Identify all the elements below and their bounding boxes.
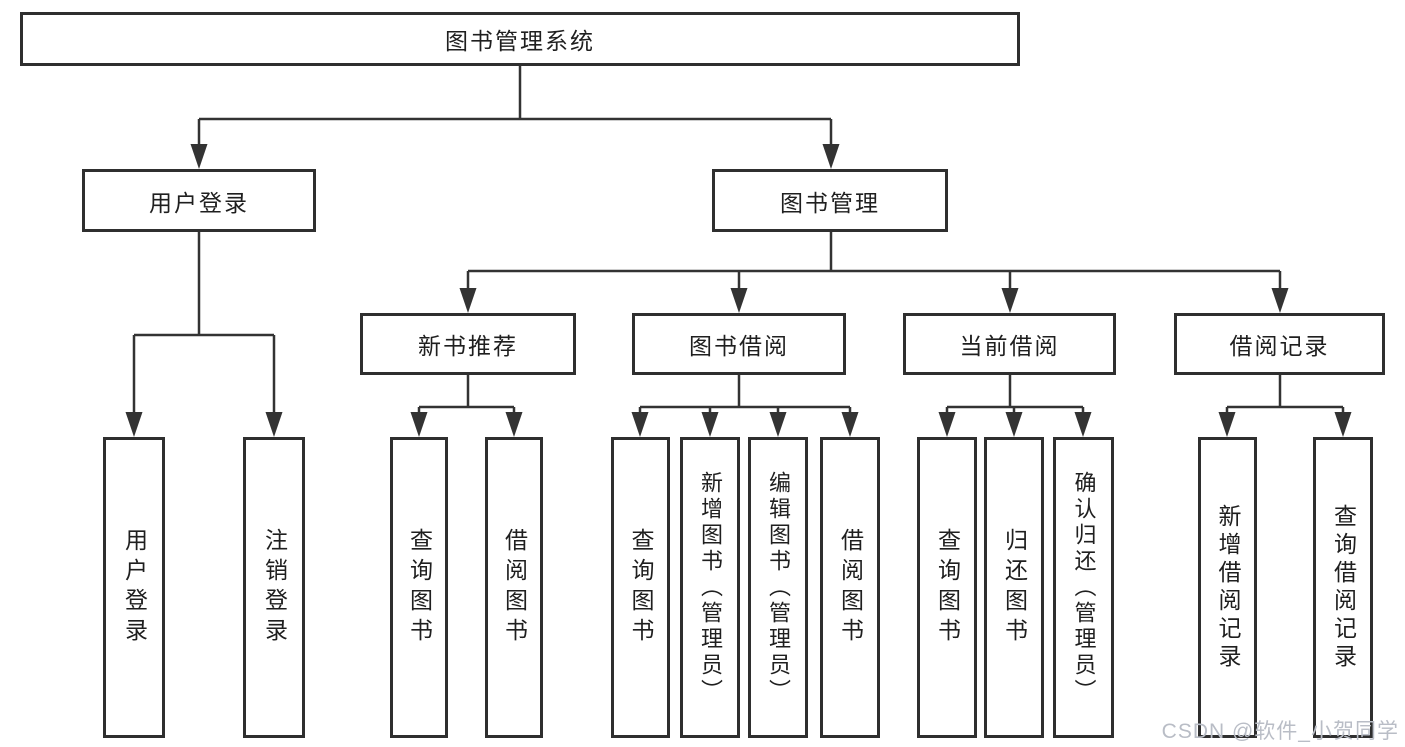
- leaf-add-books-admin: 新增图书（管理员）: [680, 437, 740, 738]
- node-label: 归还图书: [1001, 527, 1028, 648]
- node-label: 新增图书（管理员）: [698, 470, 723, 705]
- node-label: 新书推荐: [418, 333, 518, 359]
- node-label: 图书借阅: [689, 333, 789, 359]
- csdn-watermark: CSDN @软件_小贺同学: [1161, 720, 1399, 743]
- node-label: 借阅记录: [1229, 333, 1330, 359]
- leaf-borrow-books-1: 借阅图书: [485, 437, 543, 738]
- node-label: 确认归还（管理员）: [1071, 470, 1097, 705]
- node-label: 用户登录: [121, 527, 148, 648]
- leaf-logout: 注销登录: [243, 437, 305, 738]
- node-label: 查询借阅记录: [1330, 503, 1357, 672]
- leaf-user-login: 用户登录: [103, 437, 165, 738]
- arrowhead-icons: [125, 144, 1352, 437]
- node-label: 查询图书: [628, 527, 654, 648]
- node-label: 图书管理系统: [445, 28, 595, 54]
- node-library-management-system: 图书管理系统: [20, 12, 1020, 66]
- leaf-query-books-1: 查询图书: [390, 437, 448, 738]
- node-label: 用户登录: [149, 189, 249, 216]
- leaf-query-books-2: 查询图书: [611, 437, 670, 738]
- leaf-edit-books-admin: 编辑图书（管理员）: [748, 437, 808, 738]
- node-label: 当前借阅: [959, 333, 1060, 359]
- node-label: 新增借阅记录: [1215, 503, 1241, 672]
- node-label: 查询图书: [934, 527, 961, 648]
- node-label: 借阅图书: [501, 527, 528, 648]
- leaf-add-borrow-record: 新增借阅记录: [1198, 437, 1257, 738]
- leaf-return-books: 归还图书: [984, 437, 1044, 738]
- node-current-borrowing: 当前借阅: [903, 313, 1116, 375]
- node-label: 借阅图书: [837, 527, 864, 648]
- leaf-confirm-return-admin: 确认归还（管理员）: [1053, 437, 1114, 738]
- node-label: 图书管理: [780, 189, 880, 216]
- node-label: 编辑图书（管理员）: [766, 470, 791, 705]
- node-user-login: 用户登录: [82, 169, 316, 232]
- node-label: 注销登录: [261, 527, 288, 648]
- node-new-book-recommend: 新书推荐: [360, 313, 576, 375]
- node-borrowing-records: 借阅记录: [1174, 313, 1385, 375]
- node-book-management: 图书管理: [712, 169, 948, 232]
- leaf-query-books-3: 查询图书: [917, 437, 977, 738]
- node-label: 查询图书: [406, 527, 433, 648]
- leaf-query-borrow-record: 查询借阅记录: [1313, 437, 1373, 738]
- leaf-borrow-books-2: 借阅图书: [820, 437, 880, 738]
- node-book-borrowing: 图书借阅: [632, 313, 846, 375]
